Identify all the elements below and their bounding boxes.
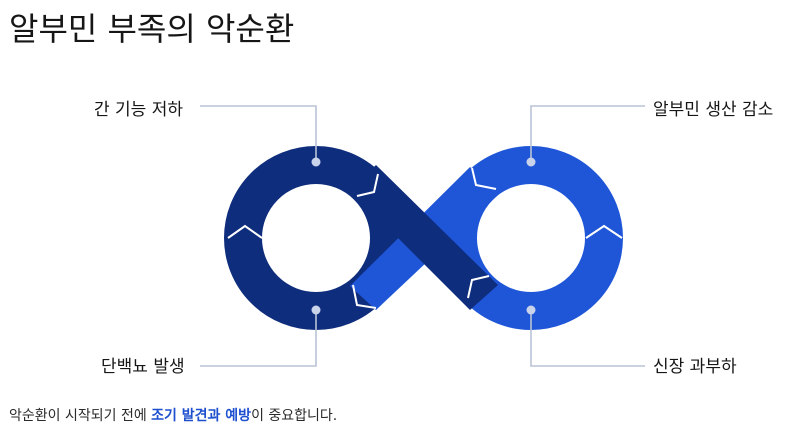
connector-top-right	[530, 105, 645, 160]
connector-dots	[311, 157, 536, 315]
cross-band-navy	[350, 165, 498, 310]
footer-note: 악순환이 시작되기 전에 조기 발견과 예방이 중요합니다.	[9, 405, 337, 425]
label-kidney-overload: 신장 과부하	[653, 357, 737, 377]
connector-top-left	[200, 105, 317, 160]
dot-bottom-right	[526, 305, 536, 315]
dot-top-left	[311, 157, 321, 167]
dot-top-right	[526, 157, 536, 167]
connector-lines	[200, 105, 645, 367]
label-albumin-production-decrease: 알부민 생산 감소	[653, 100, 774, 120]
page-title: 알부민 부족의 악순환	[9, 10, 295, 48]
label-proteinuria: 단백뇨 발생	[101, 357, 185, 377]
connector-bottom-left	[200, 311, 317, 367]
footer-text-after: 이 중요합니다.	[251, 408, 338, 424]
dot-bottom-left	[311, 305, 321, 315]
segment-seams	[227, 167, 623, 309]
footer-text-before: 악순환이 시작되기 전에	[9, 408, 152, 424]
label-liver-function-decline: 간 기능 저하	[94, 100, 184, 120]
connector-bottom-right	[530, 311, 645, 367]
footer-emphasis: 조기 발견과 예방	[151, 408, 252, 424]
